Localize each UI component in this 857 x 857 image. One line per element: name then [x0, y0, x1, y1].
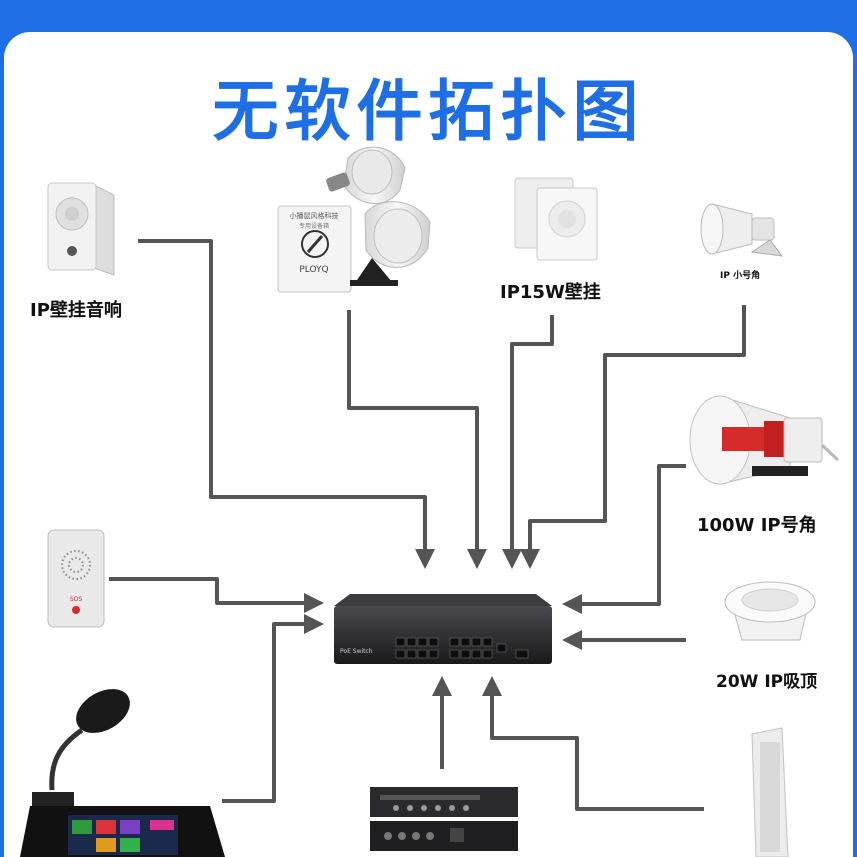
line-microphone: [222, 614, 324, 803]
poe-switch-image: PoE Switch: [334, 594, 552, 664]
line-15w-panel: [502, 315, 554, 569]
label-small-horn: IP 小号角: [720, 271, 761, 281]
line-horn-box: [347, 310, 487, 569]
label-ceiling: 20W IP吸顶: [716, 672, 818, 692]
small-horn-image: [700, 203, 784, 257]
microphone-console-image: [20, 689, 225, 857]
line-small-horn: [520, 305, 746, 569]
label-wall-speaker: IP壁挂音响: [30, 300, 122, 321]
page-title: 无软件拓扑图: [212, 73, 645, 150]
column-speaker-image: [751, 727, 789, 857]
horn-100w-image: [689, 395, 840, 485]
wall-speaker-image: [47, 182, 115, 276]
box-line2: 专用设备箱: [299, 222, 329, 230]
connector-lines: [109, 239, 746, 811]
line-intercom: [109, 577, 324, 613]
intercom-text: SOS: [70, 596, 83, 603]
intercom-image: SOS: [47, 529, 105, 628]
line-wall-speaker: [138, 239, 435, 569]
label-15w-panel: IP15W壁挂: [500, 282, 601, 303]
label-100w-horn: 100W IP号角: [697, 515, 817, 536]
amplifier-image: [370, 787, 518, 851]
ceiling-20w-image: [724, 581, 816, 641]
box-line1: 小播鼠风格科技: [290, 211, 339, 220]
line-100w-horn: [562, 464, 686, 614]
panel-15w-image: [514, 177, 598, 261]
box-brand: PLOYQ: [299, 265, 328, 275]
line-column-speaker: [482, 676, 704, 811]
horn-box-image: 小播鼠风格科技 专用设备箱 PLOYQ: [277, 146, 431, 293]
switch-text: PoE Switch: [340, 648, 373, 655]
